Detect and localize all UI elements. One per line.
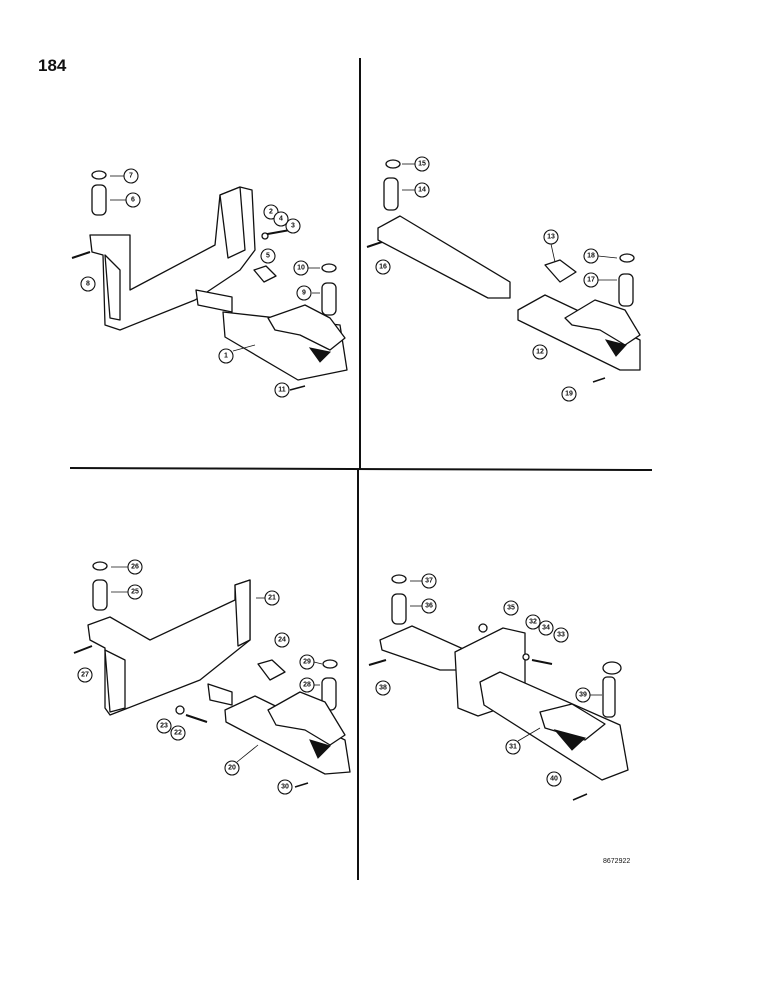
callout-18: 18 xyxy=(583,248,618,264)
svg-text:26: 26 xyxy=(131,564,139,571)
svg-text:29: 29 xyxy=(303,659,311,666)
callout-11: 11 xyxy=(274,382,290,398)
svg-text:35: 35 xyxy=(507,605,515,612)
callout-12: 12 xyxy=(532,344,548,360)
callout-31: 31 xyxy=(505,727,541,755)
svg-text:31: 31 xyxy=(509,744,517,751)
callout-34: 34 xyxy=(538,620,554,636)
callout-10: 10 xyxy=(293,260,320,276)
svg-text:3: 3 xyxy=(291,223,295,230)
callout-29: 29 xyxy=(299,654,323,670)
svg-text:20: 20 xyxy=(228,765,236,772)
callout-15: 15 xyxy=(402,156,430,172)
svg-text:18: 18 xyxy=(587,253,595,260)
callout-28: 28 xyxy=(299,677,320,693)
callout-1: 1 xyxy=(218,344,256,364)
svg-text:28: 28 xyxy=(303,682,311,689)
svg-text:15: 15 xyxy=(418,161,426,168)
callout-23: 23 xyxy=(156,718,172,734)
svg-text:30: 30 xyxy=(281,784,289,791)
drawing-code: 8672922 xyxy=(603,858,631,865)
callout-24: 24 xyxy=(274,632,290,648)
callout-3: 3 xyxy=(285,218,301,234)
svg-text:33: 33 xyxy=(557,632,565,639)
callout-7: 7 xyxy=(110,168,139,184)
svg-text:34: 34 xyxy=(542,625,550,632)
drawbar-assembly-3 xyxy=(73,561,351,788)
callout-27: 27 xyxy=(77,667,93,683)
callout-25: 25 xyxy=(111,584,143,600)
svg-text:10: 10 xyxy=(297,265,305,272)
callout-38: 38 xyxy=(375,680,391,696)
svg-text:4: 4 xyxy=(279,216,283,223)
callout-22: 22 xyxy=(170,725,186,741)
svg-text:8: 8 xyxy=(86,281,90,288)
callout-40: 40 xyxy=(546,771,562,787)
svg-text:25: 25 xyxy=(131,589,139,596)
svg-text:9: 9 xyxy=(302,290,306,297)
callout-36: 36 xyxy=(410,598,437,614)
svg-text:22: 22 xyxy=(174,730,182,737)
svg-text:38: 38 xyxy=(379,685,387,692)
horizontal-divider xyxy=(69,467,653,471)
callout-17: 17 xyxy=(583,272,617,288)
callout-6: 6 xyxy=(110,192,141,208)
svg-text:11: 11 xyxy=(278,387,286,394)
callout-8: 8 xyxy=(80,276,96,292)
svg-text:27: 27 xyxy=(81,672,89,679)
callout-4: 4 xyxy=(273,211,289,227)
callout-14: 14 xyxy=(402,182,430,198)
svg-text:16: 16 xyxy=(379,264,387,271)
svg-text:24: 24 xyxy=(278,637,286,644)
callout-26: 26 xyxy=(111,559,143,575)
svg-text:39: 39 xyxy=(579,692,587,699)
callout-33: 33 xyxy=(553,627,569,643)
svg-text:17: 17 xyxy=(587,277,595,284)
svg-text:19: 19 xyxy=(565,391,573,398)
svg-text:13: 13 xyxy=(547,234,555,241)
svg-text:12: 12 xyxy=(536,349,544,356)
svg-text:1: 1 xyxy=(224,353,228,360)
svg-text:7: 7 xyxy=(129,173,133,180)
callout-9: 9 xyxy=(296,285,320,301)
svg-text:6: 6 xyxy=(131,197,135,204)
callout-39: 39 xyxy=(575,687,602,703)
callout-20: 20 xyxy=(224,744,259,776)
callout-5: 5 xyxy=(260,248,276,264)
drawbar-assembly-2 xyxy=(366,159,641,383)
page-number: 184 xyxy=(38,56,67,75)
callout-37: 37 xyxy=(410,573,437,589)
svg-text:37: 37 xyxy=(425,578,433,585)
drawbar-assembly-1 xyxy=(71,170,348,391)
callout-16: 16 xyxy=(375,259,391,275)
callout-35: 35 xyxy=(503,600,519,616)
svg-text:14: 14 xyxy=(418,187,426,194)
callout-32: 32 xyxy=(525,614,541,630)
callout-30: 30 xyxy=(277,779,293,795)
callout-21: 21 xyxy=(256,590,280,606)
svg-text:36: 36 xyxy=(425,603,433,610)
drawbar-assembly-4 xyxy=(368,574,629,801)
svg-text:32: 32 xyxy=(529,619,537,626)
svg-text:2: 2 xyxy=(269,209,273,216)
svg-text:21: 21 xyxy=(268,595,276,602)
svg-text:23: 23 xyxy=(160,723,168,730)
callout-19: 19 xyxy=(561,386,577,402)
svg-text:40: 40 xyxy=(550,776,558,783)
svg-text:5: 5 xyxy=(266,253,270,260)
callout-13: 13 xyxy=(543,229,559,263)
